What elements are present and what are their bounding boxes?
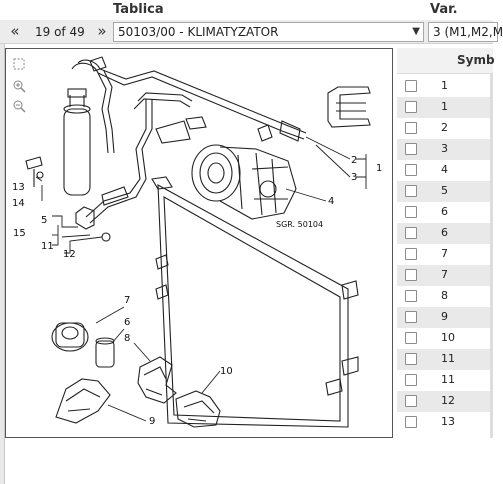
row-checkbox[interactable] xyxy=(405,290,417,302)
callout-1: 1 xyxy=(376,163,382,174)
variant-select-value: 3 (M1,M2,M xyxy=(433,25,503,39)
row-symbol: 13 xyxy=(441,415,455,428)
row-symbol: 6 xyxy=(441,205,448,218)
callout-7: 7 xyxy=(124,295,130,306)
row-symbol: 6 xyxy=(441,226,448,239)
callout-14: 14 xyxy=(12,198,25,209)
row-checkbox[interactable] xyxy=(405,416,417,428)
table-select-value: 50103/00 - KLIMATYZATOR xyxy=(118,25,279,39)
table-row[interactable]: 1 xyxy=(397,76,493,97)
row-checkbox[interactable] xyxy=(405,101,417,113)
row-checkbox[interactable] xyxy=(405,185,417,197)
header-bar: Tablica Var. xyxy=(0,0,493,19)
row-symbol: 10 xyxy=(441,331,455,344)
zoom-in-icon[interactable] xyxy=(12,79,26,93)
zoom-out-icon[interactable] xyxy=(12,99,26,113)
row-checkbox[interactable] xyxy=(405,395,417,407)
row-symbol: 11 xyxy=(441,373,455,386)
row-checkbox[interactable] xyxy=(405,374,417,386)
exploded-view-svg: 2 3 1 4 5 15 11 12 13 14 7 6 8 9 10 SGR.… xyxy=(12,56,382,428)
table-row[interactable]: 6 xyxy=(397,202,493,223)
row-checkbox[interactable] xyxy=(405,332,417,344)
row-symbol: 12 xyxy=(441,394,455,407)
callout-11: 11 xyxy=(41,241,54,252)
row-symbol: 7 xyxy=(441,268,448,281)
table-row[interactable]: 4 xyxy=(397,160,493,181)
table-scrollbar[interactable] xyxy=(490,74,493,438)
table-row[interactable]: 6 xyxy=(397,223,493,244)
table-row[interactable]: 7 xyxy=(397,265,493,286)
row-checkbox[interactable] xyxy=(405,143,417,155)
table-row[interactable]: 13 xyxy=(397,412,493,433)
var-label: Var. xyxy=(430,2,458,17)
parts-drawing[interactable]: 2 3 1 4 5 15 11 12 13 14 7 6 8 9 10 SGR.… xyxy=(5,48,393,438)
symbol-column-header[interactable]: Symb xyxy=(457,53,495,67)
row-symbol: 5 xyxy=(441,184,448,197)
row-symbol: 1 xyxy=(441,79,448,92)
row-checkbox[interactable] xyxy=(405,164,417,176)
table-row[interactable]: 7 xyxy=(397,244,493,265)
row-checkbox[interactable] xyxy=(405,311,417,323)
callout-13: 13 xyxy=(12,182,25,193)
callout-6: 6 xyxy=(124,317,130,328)
row-checkbox[interactable] xyxy=(405,248,417,260)
table-row[interactable]: 2 xyxy=(397,118,493,139)
row-symbol: 8 xyxy=(441,289,448,302)
table-row[interactable]: 12 xyxy=(397,391,493,412)
table-row[interactable]: 8 xyxy=(397,286,493,307)
row-symbol: 1 xyxy=(441,100,448,113)
callout-9: 9 xyxy=(149,416,155,427)
callout-15: 15 xyxy=(13,228,26,239)
table-row[interactable]: 1 xyxy=(397,97,493,118)
reference-label: SGR. 50104 xyxy=(276,220,323,229)
row-symbol: 2 xyxy=(441,121,448,134)
row-symbol: 3 xyxy=(441,142,448,155)
row-checkbox[interactable] xyxy=(405,353,417,365)
left-panel-edge xyxy=(0,44,5,484)
symbol-table-header: Symb xyxy=(397,48,495,74)
table-row[interactable]: 11 xyxy=(397,349,493,370)
row-checkbox[interactable] xyxy=(405,80,417,92)
row-checkbox[interactable] xyxy=(405,227,417,239)
table-row[interactable]: 5 xyxy=(397,181,493,202)
row-checkbox[interactable] xyxy=(405,206,417,218)
callout-2: 2 xyxy=(351,155,357,166)
table-row[interactable]: 3 xyxy=(397,139,493,160)
toolbar: « 19 of 49 » 50103/00 - KLIMATYZATOR ▼ 3… xyxy=(0,20,503,44)
page-indicator: 19 of 49 xyxy=(35,25,85,39)
callout-5: 5 xyxy=(41,215,47,226)
row-checkbox[interactable] xyxy=(405,122,417,134)
fit-icon[interactable] xyxy=(12,57,26,71)
callout-4: 4 xyxy=(328,196,334,207)
callout-8: 8 xyxy=(124,333,130,344)
row-checkbox[interactable] xyxy=(405,269,417,281)
tablica-label: Tablica xyxy=(113,2,164,17)
row-symbol: 7 xyxy=(441,247,448,260)
table-select[interactable]: 50103/00 - KLIMATYZATOR ▼ xyxy=(113,22,424,42)
row-symbol: 11 xyxy=(441,352,455,365)
row-symbol: 9 xyxy=(441,310,448,323)
variant-select[interactable]: 3 (M1,M2,M xyxy=(428,22,503,42)
next-page-button[interactable]: » xyxy=(97,22,107,40)
callout-12: 12 xyxy=(63,249,76,260)
chevron-down-icon: ▼ xyxy=(412,26,420,37)
row-symbol: 4 xyxy=(441,163,448,176)
callout-10: 10 xyxy=(220,366,233,377)
table-row[interactable]: 11 xyxy=(397,370,493,391)
prev-page-button[interactable]: « xyxy=(10,22,20,40)
callout-3: 3 xyxy=(351,172,357,183)
table-row[interactable]: 9 xyxy=(397,307,493,328)
table-row[interactable]: 10 xyxy=(397,328,493,349)
